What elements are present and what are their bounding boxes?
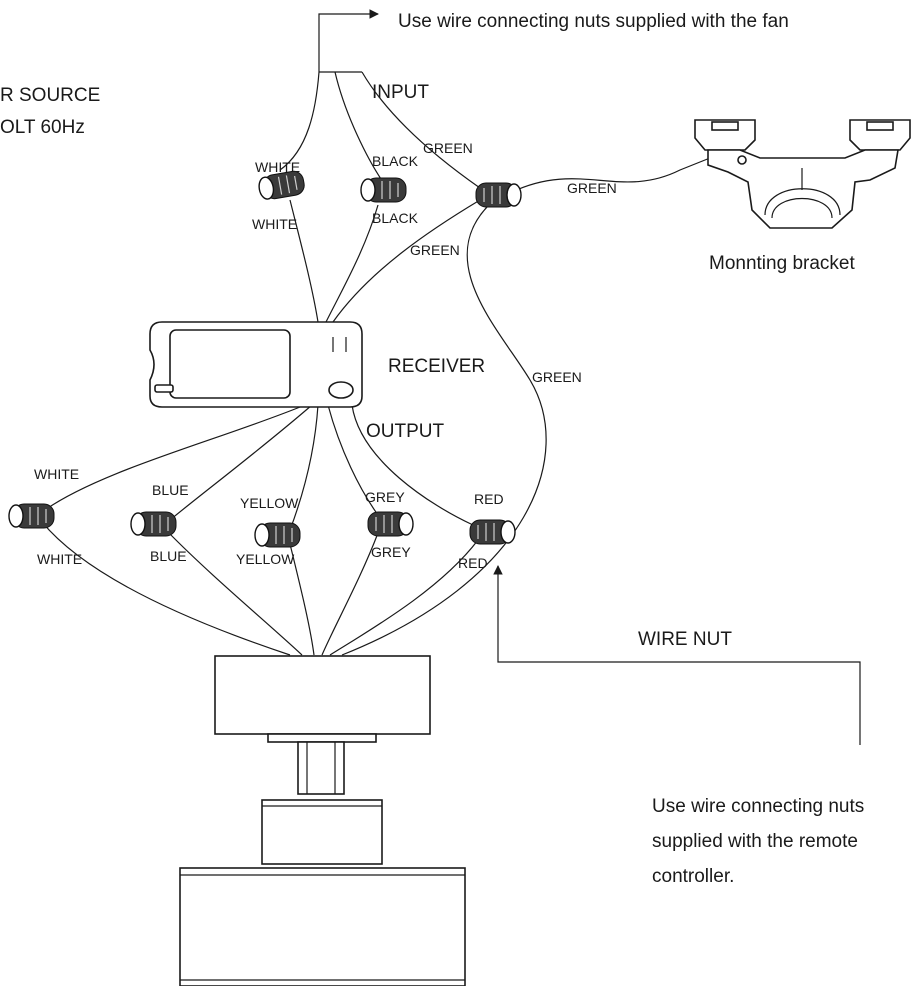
white-to-receiver [289,199,319,323]
label-white-out-bottom: WHITE [37,551,82,567]
top-note-leader [318,9,379,72]
label-red-top: RED [474,491,504,507]
out-blue-wire [169,404,313,521]
black-to-receiver [325,204,379,323]
wire-nut-grey [367,511,414,537]
label-grey-bottom: GREY [371,544,411,560]
motor-yellow-wire [289,543,315,656]
label-yellow-top: YELLOW [240,495,299,511]
label-blue-top: BLUE [152,482,189,498]
label-red-bottom: RED [458,555,488,571]
label-blue-bottom: BLUE [150,548,187,564]
wire-nut-green-input [475,182,522,208]
wire-nut-label: WIRE NUT [638,629,732,650]
wire-nut-leader [493,565,861,745]
out-yellow-wire [289,404,319,531]
input-black-wire [334,71,384,183]
motor-red-wire [329,539,479,656]
input-green-wire [361,71,481,189]
bottom-note-line3: controller. [652,866,734,887]
receiver [149,321,363,408]
label-white-in-bottom: WHITE [252,216,297,232]
wire-nut-blue [130,511,177,537]
bottom-note-line1: Use wire connecting nuts [652,796,864,817]
wire-nut-white-input [258,170,305,200]
mounting-bracket [694,119,911,229]
receiver-label: RECEIVER [388,356,485,377]
label-green-long: GREEN [532,369,582,385]
top-note: Use wire connecting nuts supplied with t… [398,11,789,32]
bottom-note-line2: supplied with the remote [652,831,858,852]
label-green-bracket: GREEN [567,180,617,196]
out-grey-wire [327,404,379,516]
label-black-in-top: BLACK [372,153,419,169]
wire-nut-yellow [254,522,301,548]
wire-nut-red [469,519,516,545]
label-grey-top: GREY [365,489,405,505]
label-white-out-top: WHITE [34,466,79,482]
motor-grey-wire [321,532,379,656]
wire-nut-white-output [8,503,55,529]
fan-motor [179,655,466,986]
green-long-wire [341,201,547,656]
power-source-line2: OLT 60Hz [0,117,85,138]
input-label: INPUT [372,82,429,103]
motor-white-wire [41,521,291,656]
input-white-wire [279,71,320,171]
green-to-bracket [511,145,741,193]
bracket-label: Monnting bracket [709,253,855,274]
label-green-in-top: GREEN [423,140,473,156]
label-green-in-bottom: GREEN [410,242,460,258]
output-label: OUTPUT [366,421,445,442]
label-yellow-bottom: YELLOW [236,551,295,567]
motor-blue-wire [167,531,303,656]
wire-nut-black-input [360,177,407,203]
out-red-wire [351,404,474,526]
label-black-in-bottom: BLACK [372,210,419,226]
label-white-in-top: WHITE [255,159,300,175]
power-source-line1: R SOURCE [0,85,100,106]
green-to-receiver [332,199,481,323]
out-white-wire [41,404,306,513]
